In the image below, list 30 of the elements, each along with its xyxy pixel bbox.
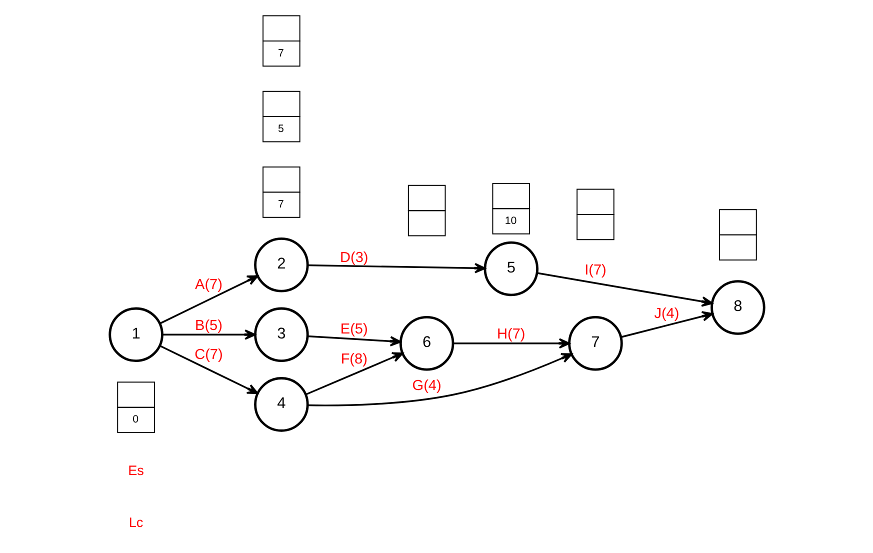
arrow (304, 352, 403, 396)
node-circle: 4 (254, 377, 308, 432)
arrow (307, 262, 486, 274)
node-circle: 7 (568, 316, 622, 371)
arrow (159, 345, 258, 394)
arrow (307, 335, 401, 346)
arrow (620, 311, 713, 338)
label: Es (128, 462, 144, 478)
edge-label: I(7) (584, 262, 606, 279)
arrow (536, 272, 712, 307)
node-circle: 3 (254, 307, 308, 362)
edge-label: D(3) (340, 250, 368, 266)
edge-label: C(7) (194, 346, 222, 363)
node-circle: 2 (254, 237, 308, 292)
arrow (162, 329, 256, 340)
edge-label: F(8) (340, 352, 367, 368)
edge-label: J(4) (654, 306, 679, 322)
arrow (159, 275, 258, 324)
arrow (307, 353, 572, 406)
edge-label: B(5) (194, 318, 222, 334)
edge-label: A(7) (194, 277, 222, 294)
label: Lc (128, 515, 143, 530)
node-circle: 5 (483, 241, 538, 296)
node-circle: 6 (398, 316, 454, 371)
edge-label: E(5) (340, 322, 368, 338)
edge-label: H(7) (496, 326, 525, 343)
node-circle: 1 (108, 307, 163, 362)
arrow (452, 338, 570, 349)
edge-label: G(4) (412, 378, 441, 394)
node-circle: 8 (710, 280, 765, 335)
